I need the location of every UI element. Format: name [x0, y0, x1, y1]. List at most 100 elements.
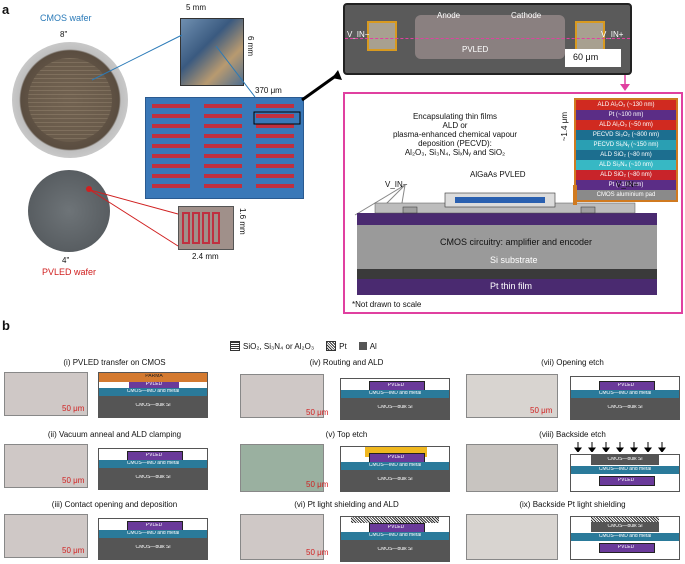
step-5-imd	[341, 462, 449, 470]
step-4-pvled-label: PVLED	[387, 383, 405, 388]
cross-section-drawing	[354, 185, 657, 295]
step-title-6: (vi) Pt light shielding and ALD	[294, 500, 399, 509]
step-3-micrograph	[4, 514, 88, 558]
micro-vin-minus-label: V_IN−	[347, 30, 370, 39]
xs-vin-plus-label: V_IN+	[616, 180, 639, 189]
step-5-imd-label: CMOS—IMD and metal	[368, 463, 422, 468]
step-7-bulk	[571, 398, 679, 419]
pvled-height-label: 1.6 mm	[238, 208, 247, 235]
legend-pt-label: Pt	[339, 341, 347, 351]
step-2-bulk	[99, 468, 207, 489]
step-7-micrograph	[466, 374, 558, 418]
encap-line1: Encapsulating thin films	[412, 112, 498, 121]
cmos-wafer-dies	[28, 58, 112, 142]
step-6-imd-label: CMOS—IMD and metal	[368, 533, 422, 538]
step-title-1: (i) PVLED transfer on CMOS	[63, 358, 166, 367]
step-2-pvled-label: PVLED	[145, 453, 163, 458]
pvled-die-image	[178, 206, 234, 250]
legend-al-label: Al	[369, 341, 377, 351]
stack-layer-1: Pt (~100 nm)	[576, 110, 676, 120]
step-3-bulk	[99, 538, 207, 559]
step-6-bulk	[341, 540, 449, 561]
step-2-imd-label: CMOS—IMD and metal	[126, 461, 180, 466]
step-8-section: CMOS—bulk Si CMOS—IMD and metal PVLED	[570, 454, 680, 492]
cmos-wafer-label: CMOS wafer	[40, 13, 92, 23]
step-1-section: PARMA PVLED CMOS—IMD and metal CMOS—bulk…	[98, 372, 208, 418]
step-5-resist	[365, 447, 427, 457]
step-8-pvled-label: PVLED	[617, 478, 635, 483]
step-3-bulk-label: CMOS—bulk Si	[135, 545, 171, 550]
step-9-imd	[571, 533, 679, 541]
encap-line3: plasma-enhanced chemical vapour	[392, 130, 518, 139]
step-title-8: (viii) Backside etch	[539, 430, 606, 439]
panel-b-legend: SiO₂, Si₃N₄ or Al₂O₃ Pt Al	[230, 341, 377, 351]
step-1-pvled	[129, 382, 179, 388]
step-4-micrograph	[240, 374, 324, 418]
cmos-circuitry-label: CMOS circuitry: amplifier and encoder	[440, 237, 593, 247]
step-5-section: PVLED CMOS—IMD and metal CMOS—bulk Si	[340, 446, 450, 492]
step-5-bulk-label: CMOS—bulk Si	[377, 477, 413, 482]
step-9-pt	[591, 517, 659, 522]
micrograph-contact-left	[367, 21, 397, 51]
step-1-bulk-label: CMOS—bulk Si	[135, 403, 171, 408]
step-6-section: PVLED CMOS—IMD and metal CMOS—bulk Si	[340, 516, 450, 562]
step-2-scale: 50 μm	[62, 476, 85, 485]
step-5-micrograph	[240, 444, 324, 492]
step-1-imd	[99, 388, 207, 396]
step-9-imd-label: CMOS—IMD and metal	[598, 534, 652, 539]
pvled-wafer-dot	[86, 186, 92, 192]
step-8-pvled	[599, 476, 655, 486]
step-7-section: PVLED CMOS—IMD and metal CMOS—bulk Si	[570, 376, 680, 420]
pvled-wafer-image	[28, 170, 110, 252]
legend-pt: Pt	[326, 341, 347, 351]
step-9-section: CMOS—bulk Si CMOS—IMD and metal PVLED	[570, 516, 680, 560]
step-1-imd-label: CMOS—IMD and metal	[126, 389, 180, 394]
stack-layer-8: Pt (~100 nm)	[576, 180, 676, 190]
legend-al: Al	[358, 341, 377, 351]
step-8-imd-label: CMOS—IMD and metal	[598, 467, 652, 472]
pvled-wafer-label: PVLED wafer	[42, 267, 97, 277]
step-7-imd-label: CMOS—IMD and metal	[598, 391, 652, 396]
pixel-array-image	[145, 97, 304, 199]
step-8-bulk	[591, 455, 659, 465]
step-7-pvled-label: PVLED	[617, 383, 635, 388]
stack-layer-5: ALD SiO₂ (~80 nm)	[576, 150, 676, 160]
panel-a-letter: a	[2, 2, 10, 17]
step-9-micrograph	[466, 514, 558, 560]
step-title-2: (ii) Vacuum anneal and ALD clamping	[47, 430, 182, 439]
micro-vin-plus-label: V_IN+	[601, 30, 624, 39]
step-1-parma-label: PARMA	[145, 374, 163, 379]
not-to-scale-label: *Not drawn to scale	[352, 300, 422, 309]
cross-section-frame	[343, 92, 683, 314]
step-2-micrograph	[4, 444, 88, 488]
step-title-4: (iv) Routing and ALD	[309, 358, 384, 367]
step-7-bulk-label: CMOS—bulk Si	[607, 405, 643, 410]
step-4-bulk-label: CMOS—bulk Si	[377, 405, 413, 410]
pvled-micrograph: Anode Cathode PVLED V_IN− V_IN+ 60 μm	[343, 3, 632, 75]
stack-layer-6: ALD Si₃N₄ (~10 nm)	[576, 160, 676, 170]
step-5-pvled-label: PVLED	[387, 455, 405, 460]
micro-cathode-label: Cathode	[511, 11, 542, 20]
wafer-8in-label: 8"	[60, 30, 68, 39]
step-3-section: PVLED CMOS—IMD and metal CMOS—bulk Si	[98, 518, 208, 560]
step-4-scale: 50 μm	[306, 408, 329, 417]
legend-pt-swatch	[326, 341, 337, 351]
micro-scalebar-box	[565, 49, 621, 67]
algaas-label: AlGaAs PVLED	[470, 170, 526, 179]
step-6-bulk-label: CMOS—bulk Si	[377, 547, 413, 552]
step-6-imd	[341, 532, 449, 540]
step-1-parma	[99, 373, 207, 382]
stack-layer-0: ALD Al₂O₃ (~130 nm)	[576, 100, 676, 110]
stack-layer-3: PECVD Si₃O₂ (~800 nm)	[576, 130, 676, 140]
legend-al-swatch	[358, 342, 367, 350]
micro-pvled-label: PVLED	[462, 45, 489, 54]
step-8-etch-arrows	[574, 442, 666, 452]
chip-width-label: 5 mm	[186, 3, 206, 12]
step-1-micrograph	[4, 372, 88, 416]
step-7-imd	[571, 390, 679, 398]
thickness-label: ~1.4 μm	[560, 112, 569, 142]
step-8-micrograph	[466, 444, 558, 492]
step-6-pt	[351, 517, 439, 523]
step-9-pvled	[599, 543, 655, 553]
legend-sio2-swatch	[230, 341, 240, 351]
